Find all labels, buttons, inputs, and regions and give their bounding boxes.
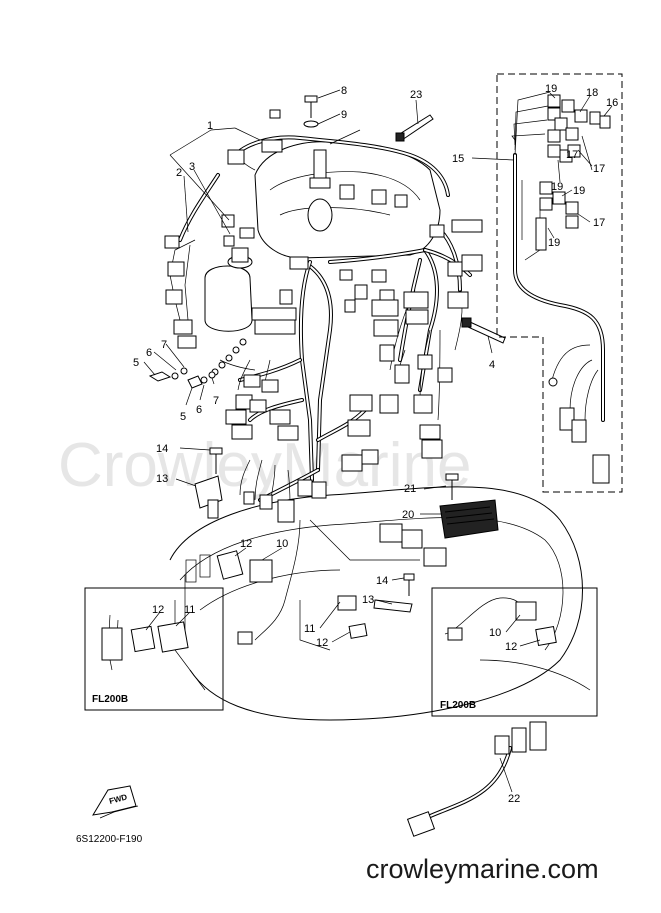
callout-19b: 19 <box>551 181 563 193</box>
parts <box>148 95 506 645</box>
footer-site: crowleymarine.com <box>366 854 599 884</box>
callout-5a: 5 <box>133 357 139 369</box>
engine-block <box>204 141 441 332</box>
callout-1: 1 <box>207 120 213 132</box>
callout-12-inset-left: 12 <box>152 604 164 616</box>
callout-17a: 17 <box>593 163 605 175</box>
callout-10-inset: 10 <box>489 627 501 639</box>
callout-7b: 7 <box>213 395 219 407</box>
callout-21: 21 <box>404 483 416 495</box>
callout-16: 16 <box>606 97 618 109</box>
callout-5b: 5 <box>180 411 186 423</box>
reference-code: 6S12200-F190 <box>76 834 143 845</box>
callout-11-inset: 11 <box>184 604 195 616</box>
callout-19a: 19 <box>545 83 557 95</box>
callout-10-main: 10 <box>276 538 288 550</box>
callout-20: 20 <box>402 509 414 521</box>
callout-6a: 6 <box>146 347 152 359</box>
callout-4: 4 <box>489 359 495 371</box>
callout-12-lower: 12 <box>316 637 328 649</box>
inset-right: FL200B <box>431 587 598 717</box>
callout-14-main: 14 <box>156 443 168 455</box>
callout-13-main: 13 <box>156 473 168 485</box>
callout-22: 22 <box>508 793 520 805</box>
callout-19d: 19 <box>548 237 560 249</box>
callout-12-inset-right: 12 <box>505 641 517 653</box>
callout-9: 9 <box>341 109 347 121</box>
callout-14-lower: 14 <box>376 575 388 587</box>
callout-7a: 7 <box>161 339 167 351</box>
callout-3: 3 <box>189 161 195 173</box>
leader-lines <box>143 89 613 793</box>
sub-harness-box <box>496 73 623 493</box>
fwd-arrow: FWD <box>92 785 139 819</box>
callout-17b: 17 <box>593 217 605 229</box>
inset-left-label: FL200B <box>92 694 128 705</box>
callout-13-lower: 13 <box>362 594 374 606</box>
callout-2: 2 <box>176 167 182 179</box>
callout-23: 23 <box>410 89 422 101</box>
callout-15: 15 <box>452 153 464 165</box>
callout-19c: 19 <box>573 185 585 197</box>
watermark: CrowleyMarine <box>58 431 471 500</box>
inset-right-label: FL200B <box>440 700 476 711</box>
connectors <box>164 109 483 523</box>
callout-18: 18 <box>586 87 598 99</box>
inset-left: FL200B <box>84 587 224 711</box>
callout-12-main: 12 <box>240 538 252 550</box>
callout-numbers: 1 2 3 4 5 5 6 6 7 7 8 9 10 10 11 11 12 1… <box>133 83 618 805</box>
callout-8: 8 <box>341 85 347 97</box>
callout-17c: 17 <box>566 149 578 161</box>
callout-11-main: 11 <box>304 623 315 635</box>
callout-6b: 6 <box>196 404 202 416</box>
extension-harness <box>406 721 547 837</box>
